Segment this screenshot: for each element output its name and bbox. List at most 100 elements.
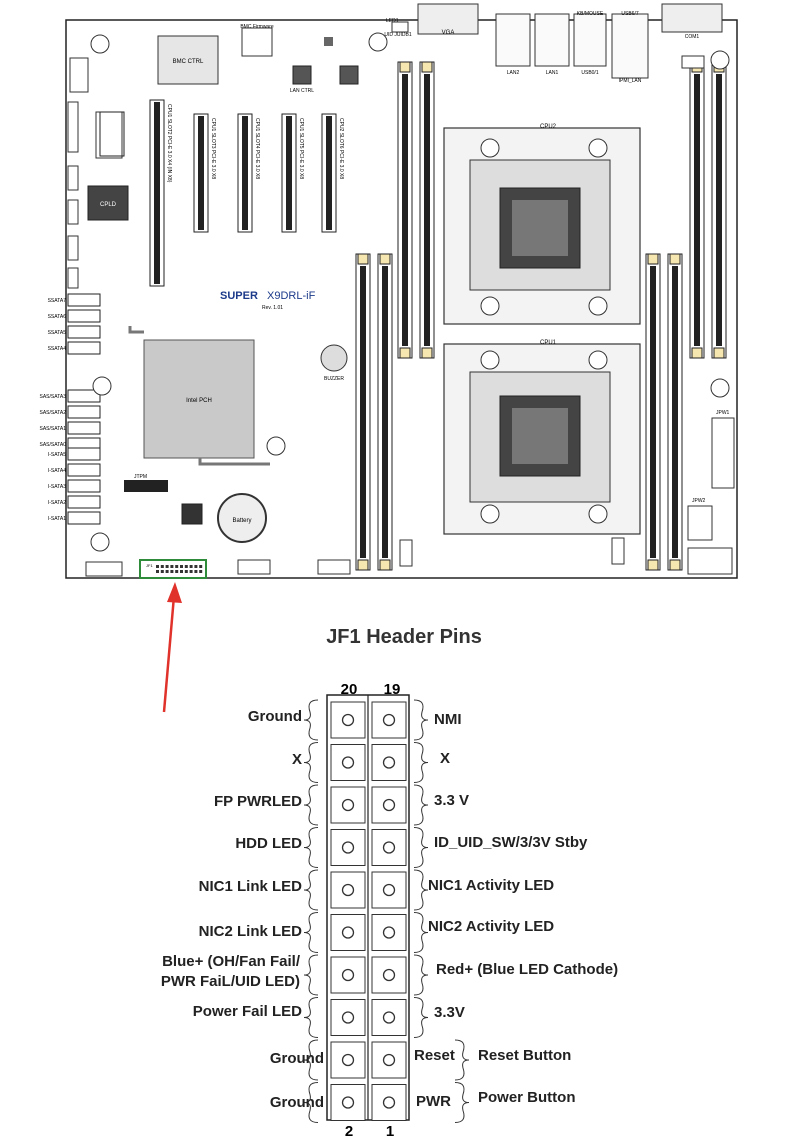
led1-label: LED1	[386, 18, 399, 24]
jf1-board-pin	[160, 570, 164, 573]
usb-port	[573, 13, 607, 67]
dimm-latch	[691, 347, 703, 359]
jf1-board-pin	[175, 570, 179, 573]
com2-header	[69, 57, 89, 93]
jf1-board-pin	[199, 565, 203, 568]
left-brace	[303, 912, 319, 953]
sata-port-label: SSATA7	[48, 298, 67, 304]
heatsink-clip-1	[128, 326, 144, 334]
left-pin-label: HDD LED	[235, 835, 302, 852]
jf1-board-pin	[189, 565, 193, 568]
jpw1-connector	[711, 417, 735, 489]
right-pin-label: Power Button	[478, 1089, 576, 1106]
lan-ctrl-chip	[292, 65, 312, 85]
dimm-slot-contacts	[694, 74, 700, 346]
pin-cell	[371, 914, 407, 951]
sata-port-label: SSATA6	[48, 314, 67, 320]
left-pin-label: NIC1 Link LED	[198, 878, 302, 895]
left-brace	[303, 742, 319, 783]
pin	[382, 968, 396, 982]
sata-port-label: SAS/SATA0	[40, 442, 67, 448]
bmc-firmware-chip	[241, 27, 273, 57]
uid-switch	[391, 21, 409, 33]
sata-port	[67, 463, 101, 477]
dimm-latch	[713, 347, 725, 359]
jf1-board-pin	[194, 565, 198, 568]
pcie-slot-contacts	[242, 116, 248, 230]
jf1-board-pin	[165, 570, 169, 573]
uid-label: UID JUIDB1	[384, 32, 411, 38]
bmc-firmware-label: BMC Firmware	[240, 24, 274, 30]
right-pin-label: NIC2 Activity LED	[428, 918, 555, 935]
pin-grid	[330, 701, 407, 1121]
dimm-latch	[421, 347, 433, 359]
sata-port	[67, 495, 101, 509]
dimm-latch	[379, 559, 391, 571]
dimm-latch	[399, 347, 411, 359]
pin	[341, 1096, 355, 1109]
ipmi-lan-port	[611, 13, 649, 79]
jpw1-label: JPW1	[716, 410, 730, 416]
jf1-board-pin	[184, 570, 188, 573]
vga-label: VGA	[442, 30, 455, 36]
right-pin-label: NMI	[434, 711, 462, 728]
dimm-slot-contacts	[650, 266, 656, 558]
fana-header	[237, 559, 271, 575]
dimm-latch	[357, 559, 369, 571]
pin-cell	[371, 701, 407, 739]
right-pin-label: X	[440, 750, 451, 767]
jf1-board-pin	[175, 565, 179, 568]
header-block-e	[67, 235, 79, 261]
pin	[382, 798, 396, 812]
right-pin-label: 3.3V	[434, 1004, 465, 1021]
right-brace	[413, 869, 429, 911]
pin	[382, 713, 396, 727]
supermicro-logo: SUPER	[220, 290, 258, 302]
left-brace	[303, 997, 319, 1038]
dimm-slot-contacts	[360, 266, 366, 558]
jf1-board-pin	[156, 570, 159, 573]
lan1-port	[534, 13, 570, 67]
fan1-header	[611, 537, 625, 565]
left-pin-label: Blue+ (OH/Fan Fail/PWR FaiL/UID LED)	[160, 953, 300, 990]
pin	[341, 841, 355, 854]
dimm-slot-contacts	[424, 74, 430, 346]
revision-label: Rev. 1.01	[262, 305, 283, 311]
dimm-latch	[669, 559, 681, 571]
pin	[341, 968, 355, 982]
right-pin-label: ID_UID_SW/3/3V Stby	[434, 834, 588, 851]
pin	[341, 926, 355, 939]
pcie-slot-contacts	[198, 116, 204, 230]
side-tag-label: Reset	[414, 1047, 455, 1064]
cpu1-label: CPU1	[540, 340, 557, 346]
pin	[341, 798, 355, 812]
sata-port	[67, 511, 101, 525]
diagram-title: JF1 Header Pins	[326, 626, 482, 648]
pin	[382, 1053, 396, 1067]
jf1-board-pin	[189, 570, 193, 573]
right-brace	[413, 699, 429, 741]
cpu1-socket: CPU1	[443, 340, 641, 535]
model-label: X9DRL-iF	[267, 290, 316, 302]
sata-port-label: SAS/SATA3	[40, 394, 67, 400]
small-ic	[181, 503, 203, 525]
label-braces	[303, 699, 470, 1123]
fan4-header	[317, 559, 351, 575]
com1-label: COM1	[685, 34, 700, 40]
sata-port	[67, 421, 101, 435]
pch-slot1	[99, 111, 125, 157]
pin-number-1: 1	[386, 1123, 394, 1140]
jtpm-label: JTPM	[134, 474, 147, 480]
sata-port-label: SAS/SATA2	[40, 410, 67, 416]
lan-ctrl-label: LAN CTRL	[290, 88, 314, 94]
jtpm-header	[124, 480, 168, 492]
right-brace	[413, 997, 429, 1038]
jf1-board-pin	[165, 565, 169, 568]
pin-cell	[330, 701, 366, 739]
intel-pch-heatsink	[143, 339, 255, 459]
jf1-board-pin	[170, 565, 174, 568]
left-brace	[303, 869, 319, 911]
right-brace	[454, 1039, 470, 1081]
dimm-latch	[421, 61, 433, 73]
mount-hole	[90, 34, 110, 54]
